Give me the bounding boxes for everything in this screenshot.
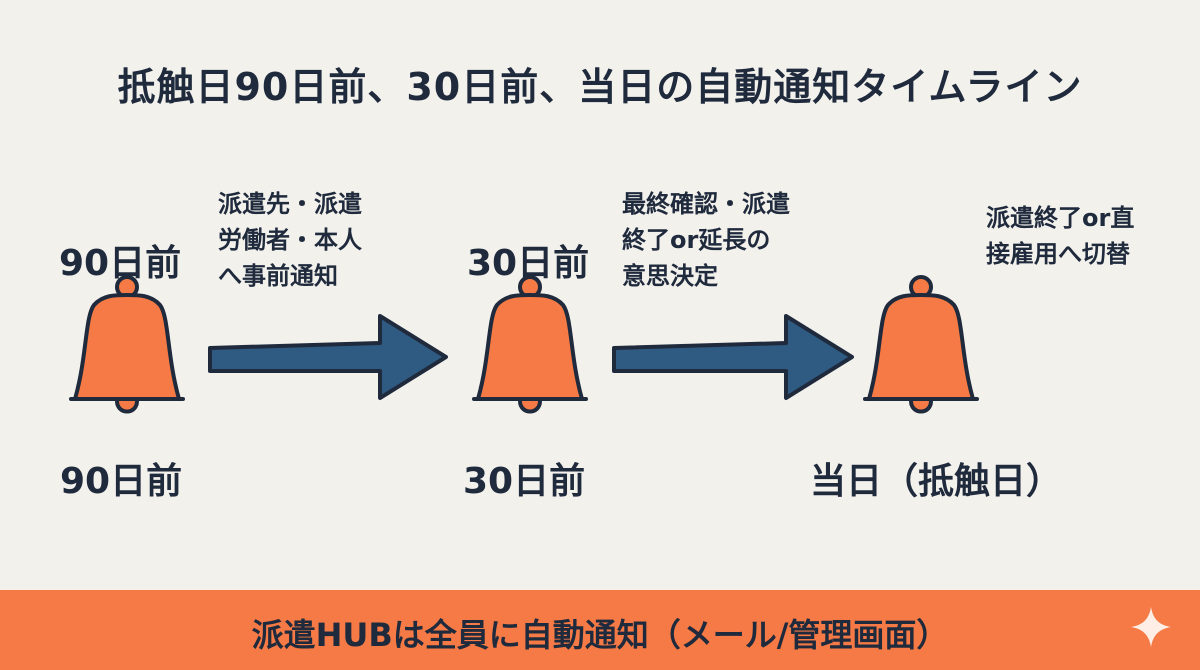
- arrow-right-icon-1: [208, 314, 448, 400]
- arrow-right-icon-2: [612, 314, 854, 400]
- page-title: 抵触日90日前、30日前、当日の自動通知タイムライン: [117, 65, 1083, 109]
- bell-icon-90-days: [69, 275, 185, 414]
- milestone-note-30-days: 最終確認・派遣 終了or延長の 意思決定: [622, 186, 790, 294]
- note-line: 派遣終了or直: [986, 204, 1135, 232]
- note-line: 労働者・本人: [218, 226, 362, 254]
- bottom-banner: 派遣HUBは全員に自動通知（メール/管理画面）: [0, 590, 1200, 670]
- note-line: 終了or延長の: [622, 226, 771, 254]
- bell-icon-deadline: [863, 275, 979, 414]
- banner-text: 派遣HUBは全員に自動通知（メール/管理画面）: [251, 616, 949, 654]
- note-line: 派遣先・派遣: [218, 190, 362, 218]
- milestone-upper-label-90-days: 90日前: [59, 243, 182, 284]
- note-line: 意思決定: [622, 262, 718, 290]
- bell-icon-30-days: [472, 275, 588, 414]
- milestone-lower-label-90-days: 90日前: [60, 461, 183, 502]
- milestone-note-deadline: 派遣終了or直 接雇用へ切替: [986, 200, 1134, 272]
- milestone-note-90-days: 派遣先・派遣 労働者・本人 へ事前通知: [218, 186, 362, 294]
- milestone-lower-label-30-days: 30日前: [463, 461, 586, 502]
- milestone-upper-label-30-days: 30日前: [467, 243, 590, 284]
- sparkle-icon: [1131, 607, 1171, 647]
- note-line: 最終確認・派遣: [622, 190, 790, 218]
- note-line: 接雇用へ切替: [986, 240, 1130, 268]
- note-line: へ事前通知: [218, 262, 338, 290]
- milestone-lower-label-deadline: 当日（抵触日）: [810, 461, 1063, 502]
